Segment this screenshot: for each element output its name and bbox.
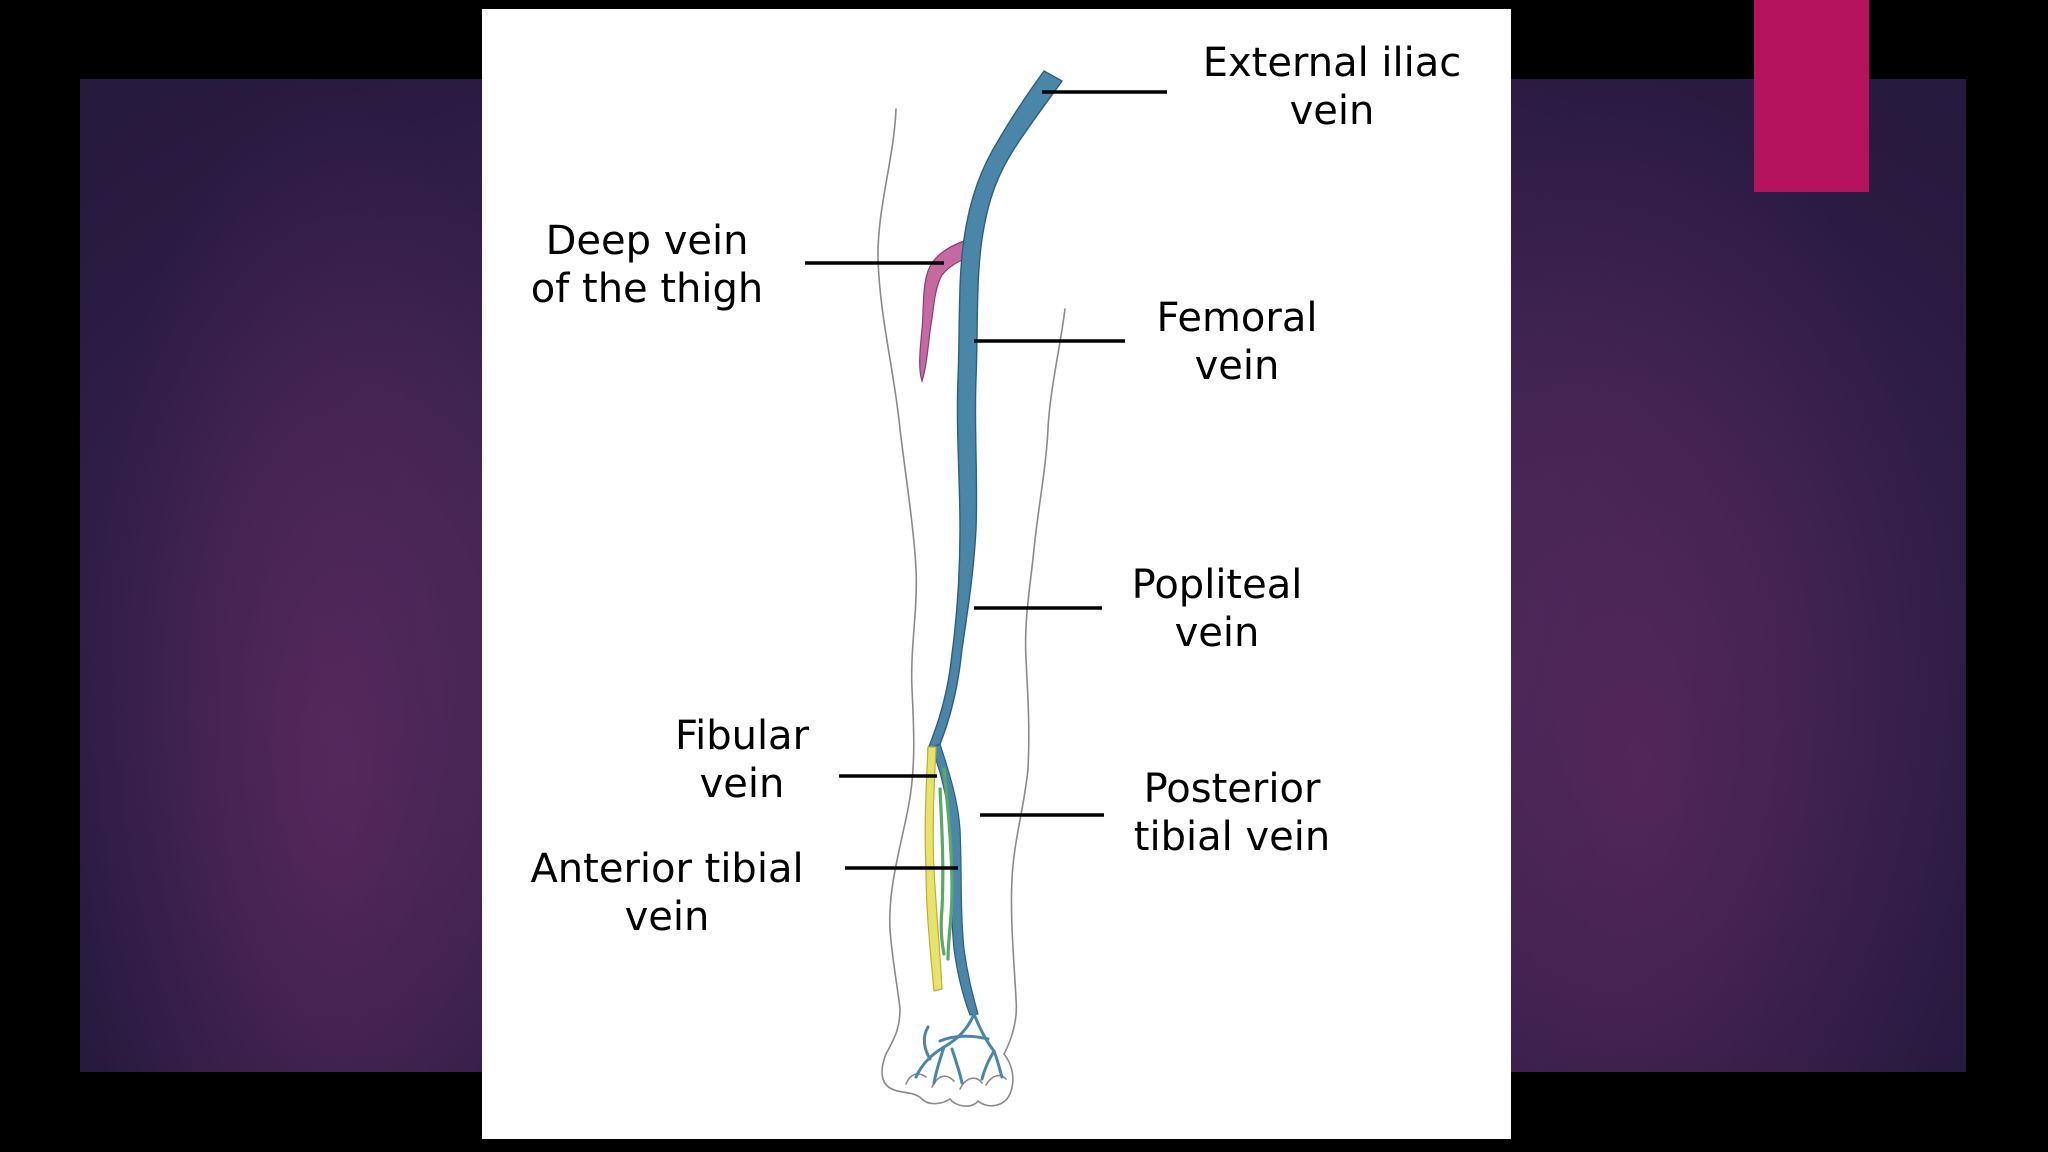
background-glow-left — [80, 79, 500, 1072]
label-external-iliac-line2: vein — [1182, 87, 1482, 135]
accent-tab — [1754, 0, 1869, 192]
leg-outline-left — [878, 109, 916, 1054]
label-anterior-tibial-vein: Anterior tibial vein — [502, 845, 832, 941]
label-popliteal-line1: Popliteal — [1107, 561, 1327, 609]
label-popliteal-line2: vein — [1107, 609, 1327, 657]
label-deep-thigh-line2: of the thigh — [512, 265, 782, 313]
leg-outline-right — [1004, 309, 1065, 1054]
label-femoral-line1: Femoral — [1132, 294, 1342, 342]
foot-veins — [916, 1014, 1002, 1083]
label-posterior-tibial-line1: Posterior — [1112, 765, 1352, 813]
label-fibular-line2: vein — [652, 760, 832, 808]
label-femoral-vein: Femoral vein — [1132, 294, 1342, 390]
label-femoral-line2: vein — [1132, 342, 1342, 390]
label-external-iliac-vein: External iliac vein — [1182, 39, 1482, 135]
label-anterior-tibial-line1: Anterior tibial — [502, 845, 832, 893]
background-glow-right — [1506, 79, 1966, 1072]
diagram-drawing — [482, 9, 1511, 1139]
label-posterior-tibial-line2: tibial vein — [1112, 813, 1352, 861]
label-posterior-tibial-vein: Posterior tibial vein — [1112, 765, 1352, 861]
label-external-iliac-line1: External iliac — [1182, 39, 1482, 87]
label-fibular-line1: Fibular — [652, 712, 832, 760]
main-vein — [928, 71, 1062, 749]
label-anterior-tibial-line2: vein — [502, 893, 832, 941]
label-deep-thigh-line1: Deep vein — [512, 217, 782, 265]
leg-vein-diagram: External iliac vein Deep vein of the thi… — [482, 9, 1511, 1139]
label-fibular-vein: Fibular vein — [652, 712, 832, 808]
label-popliteal-vein: Popliteal vein — [1107, 561, 1327, 657]
foot-outline — [882, 1054, 1013, 1106]
label-deep-vein-of-the-thigh: Deep vein of the thigh — [512, 217, 782, 313]
